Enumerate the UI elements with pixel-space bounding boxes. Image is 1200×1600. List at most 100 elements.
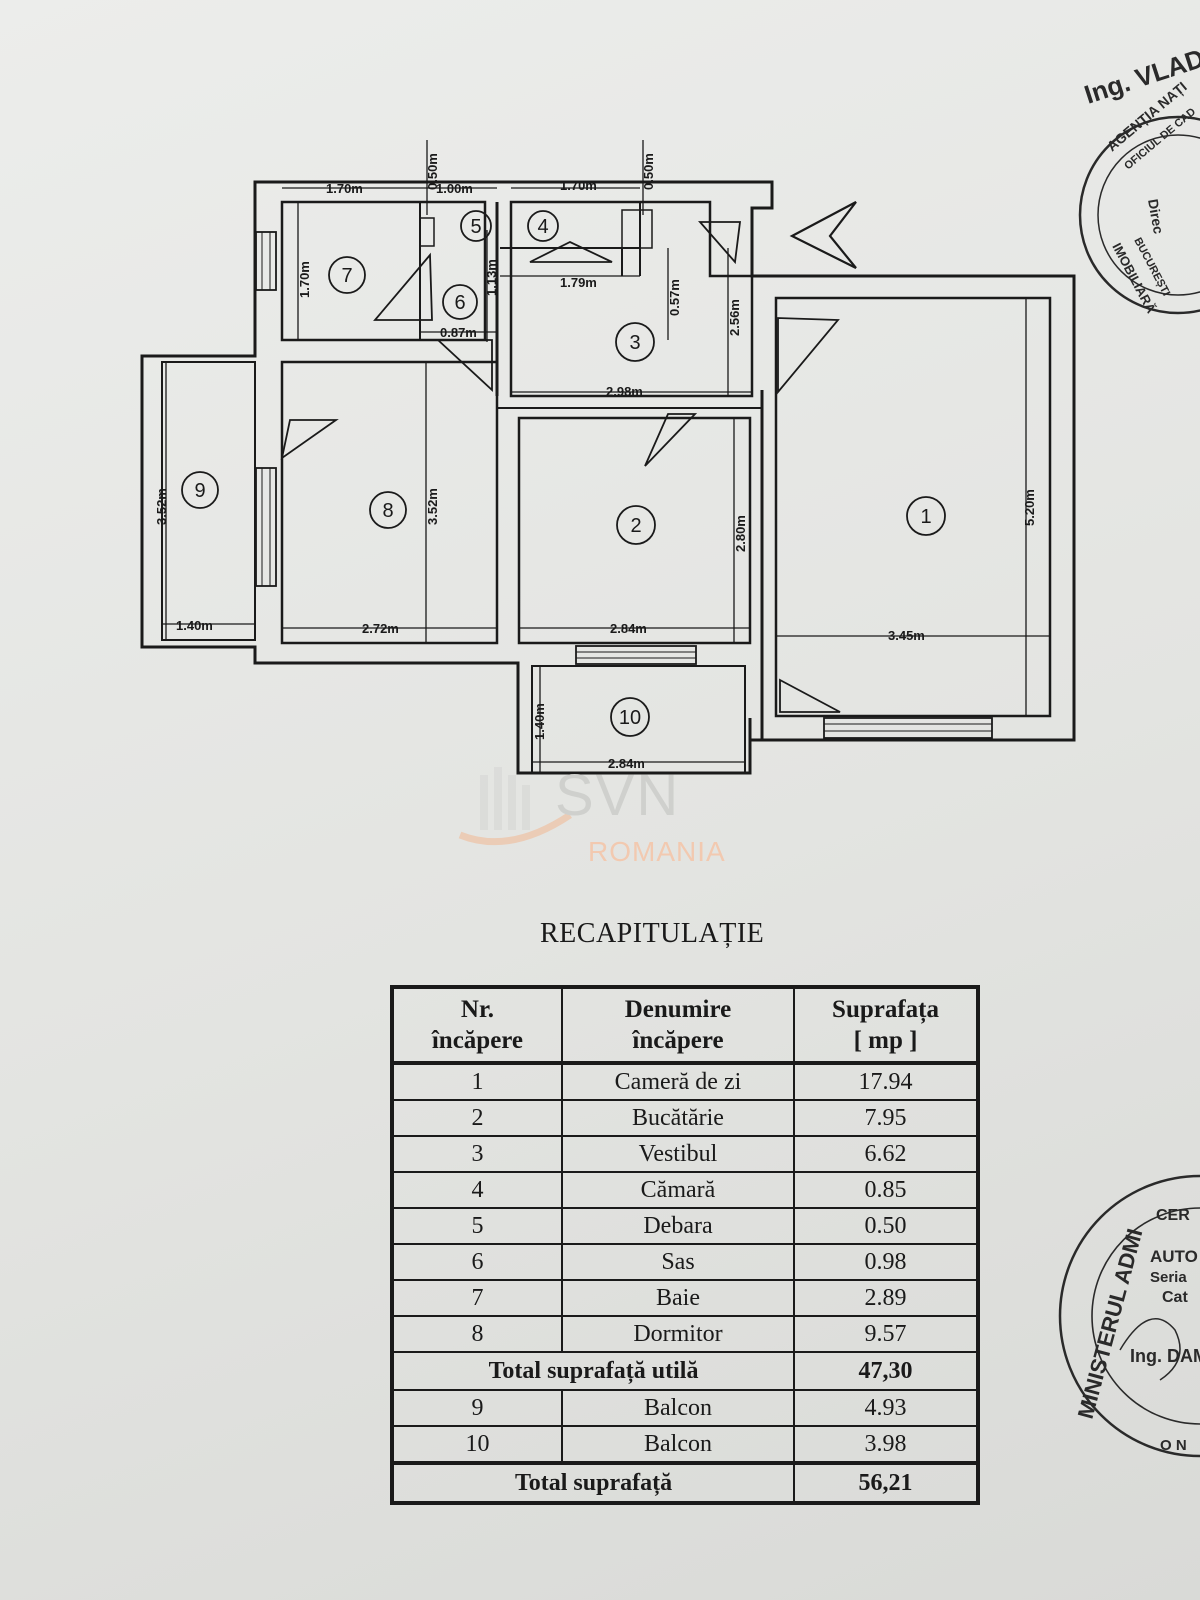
cell-name: Cameră de zi [560, 1061, 796, 1101]
stamp-ring-text: Direc [1145, 198, 1167, 235]
cell-name: Dormitor [560, 1315, 796, 1353]
plan-walls [140, 180, 1076, 775]
dim-label: 1.40m [532, 703, 547, 740]
useful-total-row: Total suprafață utilă 47,30 [390, 1351, 979, 1391]
cell-area: 0.98 [793, 1243, 979, 1281]
table-header-row: Nr. încăpere Denumire încăpere Suprafața… [391, 986, 979, 1064]
dim-label: 3.45m [888, 628, 925, 643]
cell-area: 0.50 [793, 1207, 979, 1245]
watermark-sub: ROMANIA [588, 836, 726, 867]
stamp-text: O N [1160, 1437, 1187, 1454]
table-row: 5 Debara 0.50 [391, 1207, 979, 1245]
table-row: 10 Balcon 3.98 [391, 1425, 979, 1464]
dim-label: 2.98m [606, 384, 643, 399]
cell-area: 7.95 [793, 1099, 979, 1137]
table-row: 9 Balcon 4.93 [391, 1389, 979, 1427]
cell-nr: 3 [391, 1135, 563, 1173]
dim-label: 1.79m [560, 275, 597, 290]
cell-name: Vestibul [560, 1135, 796, 1173]
cell-name: Balcon [560, 1389, 796, 1427]
dim-label: 2.72m [362, 621, 399, 636]
room-number-1: 1 [920, 506, 931, 528]
stamp-text: Ing. DAM [1130, 1346, 1200, 1366]
cell-area: 0.85 [793, 1171, 979, 1209]
cell-nr: 1 [391, 1061, 563, 1101]
room-number-3: 3 [629, 332, 640, 354]
room-number-10: 10 [619, 707, 641, 729]
dim-label: 1.70m [297, 261, 312, 298]
dim-label: 1.00m [436, 181, 473, 196]
cadastre-stamp-top-right: Ing. VLAD AGENȚIA NAȚI OFICIUL DE CAD IM… [1078, 43, 1200, 316]
cell-name: Debara [560, 1207, 796, 1245]
room-number-9: 9 [194, 480, 205, 502]
useful-total-label: Total suprafață utilă [390, 1351, 796, 1391]
dim-label: 1.70m [560, 178, 597, 193]
cell-area: 2.89 [793, 1279, 979, 1317]
cell-area: 3.98 [793, 1425, 979, 1464]
dim-label: 5.20m [1022, 489, 1037, 526]
dimension-lines [162, 140, 1050, 773]
table-row: 6 Sas 0.98 [391, 1243, 979, 1281]
cell-name: Baie [560, 1279, 796, 1317]
room-number-6: 6 [454, 292, 465, 314]
grand-total-row: Total suprafață 56,21 [390, 1461, 979, 1504]
room-markers [181, 210, 946, 737]
room-numbers: 1 2 3 4 5 6 7 8 9 10 [194, 216, 931, 729]
stamp-text: Seria [1150, 1269, 1187, 1286]
cell-nr: 2 [391, 1099, 563, 1137]
cell-nr: 10 [391, 1425, 563, 1464]
ministry-stamp-bottom-right: MINISTERUL ADMI CER AUTO Seria Cat Ing. … [1058, 1174, 1200, 1458]
dim-label: 1.40m [176, 618, 213, 633]
grand-total-area: 56,21 [793, 1461, 979, 1504]
cell-nr: 4 [391, 1171, 563, 1209]
table-row: 3 Vestibul 6.62 [391, 1135, 979, 1173]
dim-label: 1.13m [484, 259, 499, 296]
header-nr: Nr. încăpere [391, 986, 563, 1064]
summary-table: Nr. încăpere Denumire încăpere Suprafața… [390, 985, 980, 1505]
north-arrow-icon [789, 201, 857, 269]
cell-nr: 6 [391, 1243, 563, 1281]
dim-label: 1.70m [326, 181, 363, 196]
room-number-7: 7 [341, 265, 352, 287]
cell-nr: 8 [391, 1315, 563, 1353]
dim-label: 2.84m [608, 756, 645, 771]
table-row: 8 Dormitor 9.57 [391, 1315, 979, 1353]
cell-nr: 5 [391, 1207, 563, 1245]
dim-label: 2.80m [733, 515, 748, 552]
cell-area: 4.93 [793, 1389, 979, 1427]
cell-nr: 9 [391, 1389, 563, 1427]
header-area: Suprafața [ mp ] [793, 986, 979, 1064]
dim-label: 0.57m [667, 279, 682, 316]
cell-name: Balcon [560, 1425, 796, 1464]
room-number-2: 2 [630, 515, 641, 537]
dim-label: 0.50m [425, 153, 440, 190]
cell-name: Bucătărie [560, 1099, 796, 1137]
cell-name: Sas [560, 1243, 796, 1281]
svn-logo-icon [458, 767, 572, 846]
dim-label: 0.87m [440, 325, 477, 340]
grand-total-label: Total suprafață [390, 1461, 796, 1504]
watermark-brand: SVN [555, 763, 681, 828]
stamp-text: Cat [1162, 1289, 1188, 1306]
dim-label: 2.56m [727, 299, 742, 336]
stamp-text: AUTO [1150, 1247, 1198, 1266]
summary-title: RECAPITULAȚIE [540, 918, 765, 949]
stamp-engineer-top: Ing. VLAD [1081, 43, 1200, 110]
cell-area: 17.94 [793, 1061, 979, 1101]
useful-total-area: 47,30 [793, 1351, 979, 1391]
table-row: 1 Cameră de zi 17.94 [391, 1061, 979, 1101]
cell-nr: 7 [391, 1279, 563, 1317]
table-row: 2 Bucătărie 7.95 [391, 1099, 979, 1137]
stamp-text: CER [1156, 1207, 1190, 1224]
cell-name: Cămară [560, 1171, 796, 1209]
header-name: Denumire încăpere [560, 986, 796, 1064]
dim-label: 0.50m [641, 153, 656, 190]
dim-label: 3.52m [425, 488, 440, 525]
dim-label: 2.84m [610, 621, 647, 636]
cell-area: 6.62 [793, 1135, 979, 1173]
room-number-5: 5 [470, 216, 481, 238]
table-row: 4 Cămară 0.85 [391, 1171, 979, 1209]
dim-label: 3.52m [154, 488, 169, 525]
dimension-labels: 0.50m 0.50m 1.70m 1.00m 1.70m 1.70m 1.13… [154, 153, 1037, 771]
